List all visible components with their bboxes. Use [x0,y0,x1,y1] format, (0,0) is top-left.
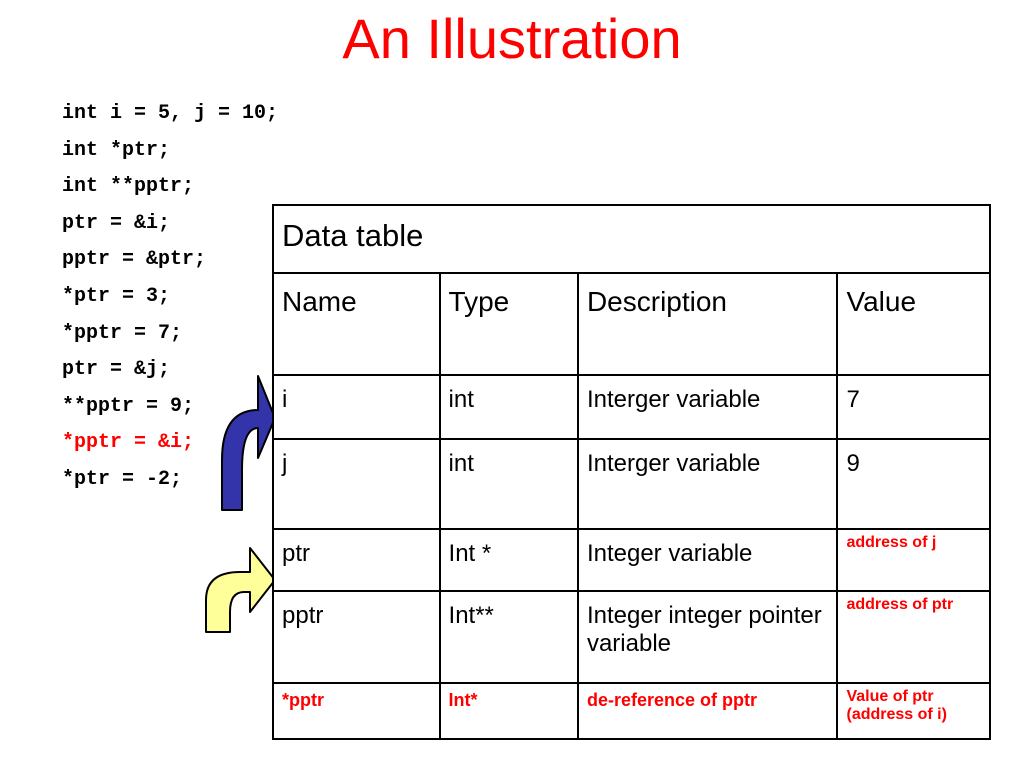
table-cell: ptr [272,528,441,592]
table-cell: de-reference of pptr [576,682,839,740]
code-line: *ptr = 3; [62,284,171,308]
table-cell: *pptr [272,682,441,740]
blue-curved-arrow-icon [221,375,276,511]
table-row: j int Interger variable 9 [272,438,991,530]
table-cell: Integer integer pointer variable [576,590,839,684]
table-cell: Int * [438,528,579,592]
table-row: pptr Int** Integer integer pointer varia… [272,590,991,684]
code-line-highlighted: *pptr = &i; [62,431,195,455]
column-header: Name [272,272,441,376]
table-row: ptr Int * Integer variable address of j [272,528,991,592]
table-cell: 7 [836,374,991,440]
table-cell: j [272,438,441,530]
table-row: i int Interger variable 7 [272,374,991,440]
table-cell: i [272,374,441,440]
code-line: **pptr = 9; [62,394,195,418]
table-header-row: Name Type Description Value [272,272,991,376]
yellow-curved-arrow-icon [205,547,276,633]
table-cell: int [438,438,579,530]
code-line: int **pptr; [62,175,195,199]
table-cell: Interger variable [576,374,839,440]
table-cell-highlighted: Value of ptr (address of i) [836,682,991,740]
table-cell-highlighted: address of ptr [836,590,991,684]
code-line: *ptr = -2; [62,467,183,491]
table-cell-highlighted: address of j [836,528,991,592]
table-cell: 9 [836,438,991,530]
code-line: pptr = &ptr; [62,248,207,272]
table-cell: Int** [438,590,579,684]
table-row-highlighted: *pptr Int* de-reference of pptr Value of… [272,682,991,740]
table-cell: pptr [272,590,441,684]
code-block: int i = 5, j = 10; int *ptr; int **pptr;… [62,96,278,499]
table-cell: Integer variable [576,528,839,592]
code-line: *pptr = 7; [62,321,183,345]
slide-title: An Illustration [342,7,682,70]
code-line: int i = 5, j = 10; [62,102,279,125]
column-header: Description [576,272,839,376]
code-line: ptr = &j; [62,358,171,382]
column-header: Value [836,272,991,376]
table-cell: Int* [438,682,579,740]
code-line: int *ptr; [62,138,171,162]
table-cell: Interger variable [576,438,839,530]
data-table: Data table Name Type Description Value i… [272,204,991,740]
code-line: ptr = &i; [62,211,171,235]
column-header: Type [438,272,579,376]
table-caption: Data table [272,204,991,274]
table-cell: int [438,374,579,440]
